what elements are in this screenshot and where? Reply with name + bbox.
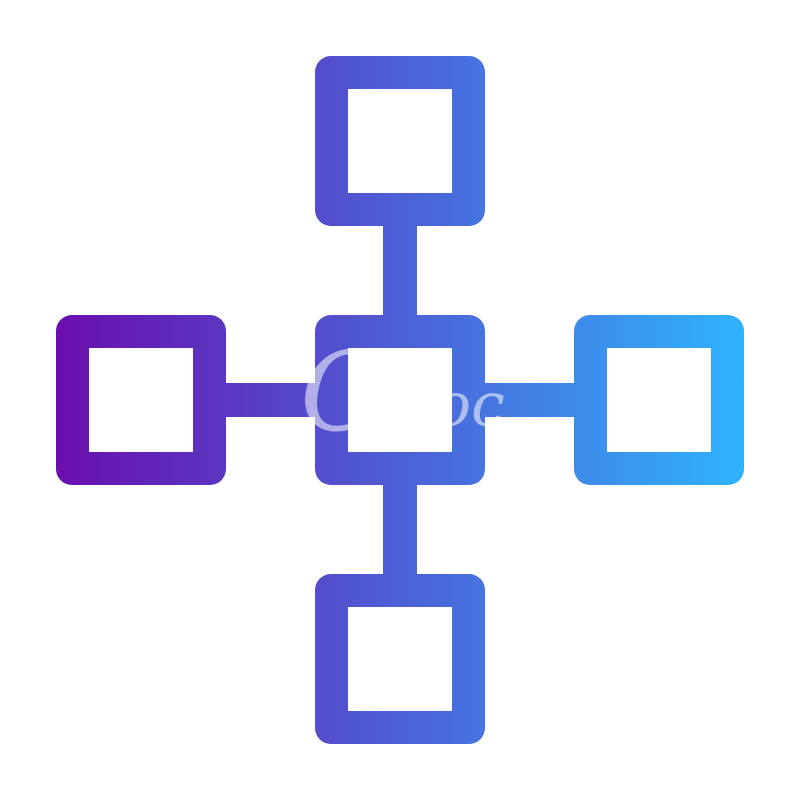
node-right	[574, 315, 744, 485]
node-left	[56, 315, 226, 485]
node-center	[315, 315, 485, 485]
node-group	[56, 56, 744, 744]
watermark: Co oc	[300, 328, 505, 456]
node-center-inner	[348, 348, 452, 452]
watermark-text-left: Co	[300, 328, 450, 456]
node-top	[315, 56, 485, 226]
node-top-inner	[348, 89, 452, 193]
node-bottom	[315, 574, 485, 744]
watermark-text-right: oc	[435, 370, 505, 440]
node-right-inner	[607, 348, 711, 452]
node-bottom-inner	[348, 607, 452, 711]
node-left-inner	[89, 348, 193, 452]
